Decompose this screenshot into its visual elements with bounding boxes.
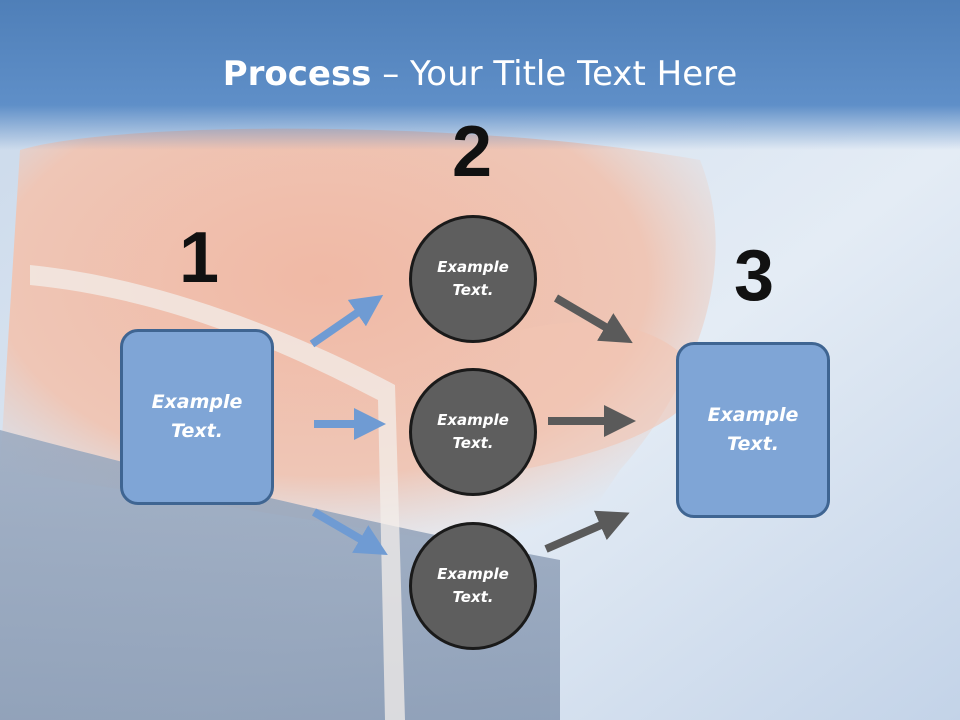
right-box: Example Text. [676,342,830,518]
arrow-to-top-circle [309,294,384,348]
title-bold: Process [222,54,372,94]
step-number-3: 3 [733,236,775,316]
arrow-from-bottom-circle [544,510,630,553]
circle-bottom: Example Text. [409,522,537,650]
arrow-to-bottom-circle [311,508,388,556]
page-title: Process – Your Title Text Here [0,52,960,96]
circle-middle: Example Text. [409,368,537,496]
step-number-2: 2 [451,112,493,192]
left-box: Example Text. [120,329,274,505]
circle-top: Example Text. [409,215,537,343]
title-band [0,0,960,150]
title-rest: – Your Title Text Here [371,54,738,94]
step-number-1: 1 [178,218,220,298]
arrow-from-top-circle [553,294,633,344]
